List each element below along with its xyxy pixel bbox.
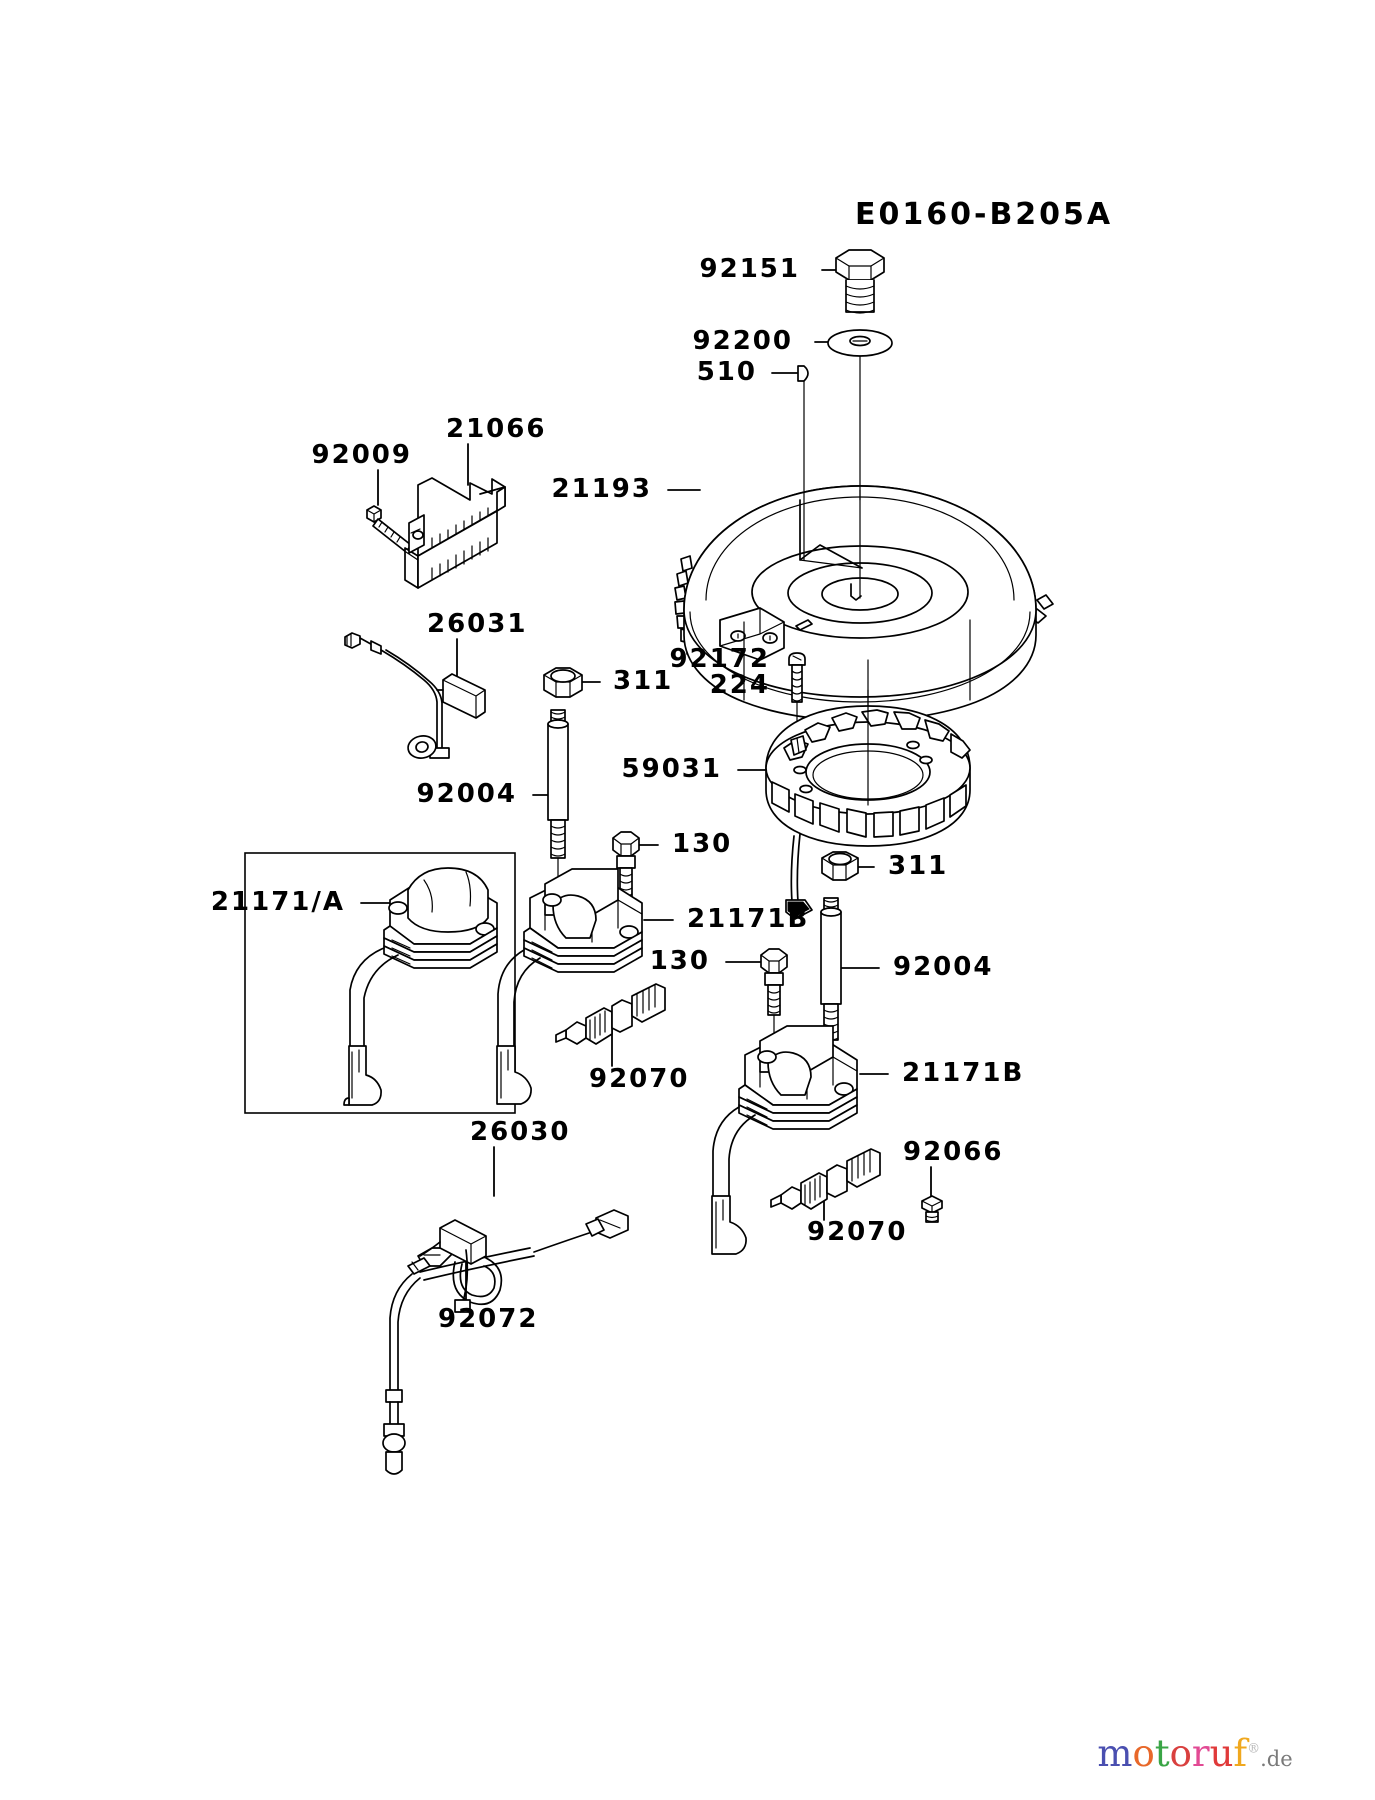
part-21193-flywheel <box>674 355 1054 722</box>
part-92200-washer <box>827 329 893 357</box>
diagram-title: E0160-B205A <box>855 197 1114 232</box>
part-26031-wire-harness <box>344 632 486 759</box>
callout-510: 510 <box>696 357 757 387</box>
part-92151-bolt <box>835 249 885 314</box>
part-92072-band-clamp <box>454 1249 471 1313</box>
watermark-letter-f: f <box>1233 1732 1248 1775</box>
part-21066-regulator-rectifier <box>404 477 506 589</box>
part-92004-stud-upper <box>547 709 569 921</box>
callout-92070-upper: 92070 <box>589 1064 690 1094</box>
site-watermark: motoruf®.de <box>1097 1735 1292 1772</box>
callout-92004-upper: 92004 <box>416 779 517 809</box>
callout-224: 224 <box>709 670 770 700</box>
watermark-letter-r: r <box>1191 1732 1210 1775</box>
part-21171B-coil-right <box>711 1025 858 1255</box>
part-130-bolt-lower <box>760 948 788 1101</box>
callout-92066: 92066 <box>903 1137 1004 1167</box>
callout-92151: 92151 <box>699 254 800 284</box>
callout-21171A: 21171/A <box>210 887 345 917</box>
watermark-letter-t: t <box>1154 1732 1170 1775</box>
watermark-trademark: ® <box>1247 1741 1261 1757</box>
callout-92070-lower: 92070 <box>807 1217 908 1247</box>
watermark-letter-o1: o <box>1132 1732 1155 1775</box>
part-92066-blind-plug <box>921 1195 943 1223</box>
part-92004-stud-lower <box>820 897 842 1109</box>
callout-130-upper: 130 <box>672 829 733 859</box>
callout-92004-lower: 92004 <box>893 952 994 982</box>
watermark-tld: .de <box>1260 1747 1293 1771</box>
part-26030-wire-harness <box>382 1209 629 1475</box>
part-21171B-coil-left <box>496 868 643 1105</box>
callout-21171B-right: 21171B <box>902 1058 1025 1088</box>
part-510-woodruff-key <box>797 365 809 382</box>
callout-26030: 26030 <box>470 1117 571 1147</box>
part-92070-spark-plug-lower <box>770 1148 881 1210</box>
callout-21066: 21066 <box>446 414 547 444</box>
part-311-nut-upper <box>543 667 583 698</box>
watermark-letter-m: m <box>1097 1732 1133 1775</box>
callout-59031: 59031 <box>621 754 722 784</box>
callout-311-lower: 311 <box>888 851 949 881</box>
part-59031-stator <box>765 659 971 920</box>
watermark-letter-u: u <box>1209 1732 1234 1775</box>
callout-130-lower: 130 <box>649 946 710 976</box>
callout-92200: 92200 <box>692 326 793 356</box>
part-311-nut-lower <box>821 851 859 881</box>
callout-92009: 92009 <box>311 440 412 470</box>
callout-21171B-left: 21171B <box>687 904 810 934</box>
callout-92072: 92072 <box>438 1304 539 1334</box>
callout-92172: 92172 <box>669 644 770 674</box>
part-21171A-boxed-assembly <box>244 852 516 1114</box>
part-92009-screw <box>366 505 412 553</box>
callout-26031: 26031 <box>427 609 528 639</box>
callout-21193: 21193 <box>551 474 652 504</box>
watermark-letter-o2: o <box>1169 1732 1192 1775</box>
part-92070-spark-plug-upper <box>555 983 666 1045</box>
callout-311-upper: 311 <box>613 666 674 696</box>
part-130-bolt-upper <box>612 831 640 951</box>
